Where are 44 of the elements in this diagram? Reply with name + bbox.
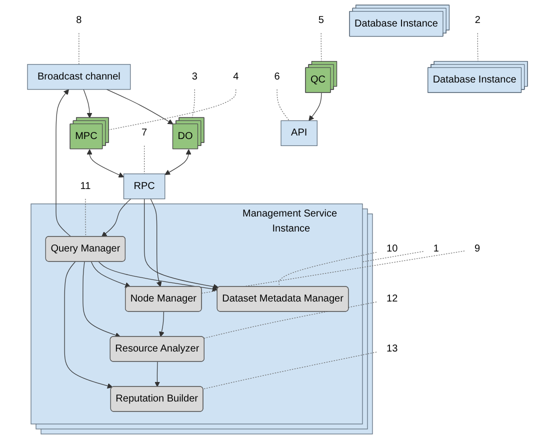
connector [362, 251, 424, 262]
node-text: 12 [386, 293, 398, 304]
arrow [83, 89, 92, 118]
arrow [64, 261, 113, 389]
connector [276, 89, 290, 121]
node-text: 10 [386, 243, 398, 254]
node-text: 9 [474, 243, 480, 254]
connector [320, 32, 322, 62]
connector [144, 145, 145, 174]
node-text: 13 [386, 343, 398, 354]
arrow [158, 311, 164, 337]
node-box: RPC [123, 174, 166, 200]
node-text: 4 [233, 71, 239, 82]
arrow [164, 149, 192, 175]
node-text: 7 [142, 128, 148, 138]
connector [202, 250, 465, 294]
connector [78, 32, 80, 65]
node-box: Broadcast channel [27, 64, 131, 90]
connector [204, 302, 377, 339]
connector [192, 89, 195, 118]
arrow [106, 89, 174, 124]
node-text: 2 [474, 15, 480, 26]
connector [278, 252, 377, 288]
arrow [150, 198, 162, 287]
node-text: 11 [80, 180, 91, 192]
arrow [86, 149, 124, 178]
connector [108, 89, 236, 130]
node-text: 5 [318, 15, 324, 26]
node-box: API [280, 120, 318, 146]
arrow [90, 261, 131, 288]
node-text: 6 [274, 71, 280, 82]
arrow [56, 89, 72, 237]
connector [85, 198, 86, 237]
connector [202, 352, 377, 390]
arrow [102, 198, 132, 237]
connector [477, 32, 478, 62]
node-text: 1 [433, 243, 439, 254]
arrow [98, 261, 218, 292]
arrow [308, 92, 322, 121]
arrow [144, 198, 219, 290]
arrow [82, 261, 121, 338]
arrow [154, 361, 160, 388]
node-text: 8 [76, 15, 82, 26]
node-text: 3 [192, 71, 198, 82]
